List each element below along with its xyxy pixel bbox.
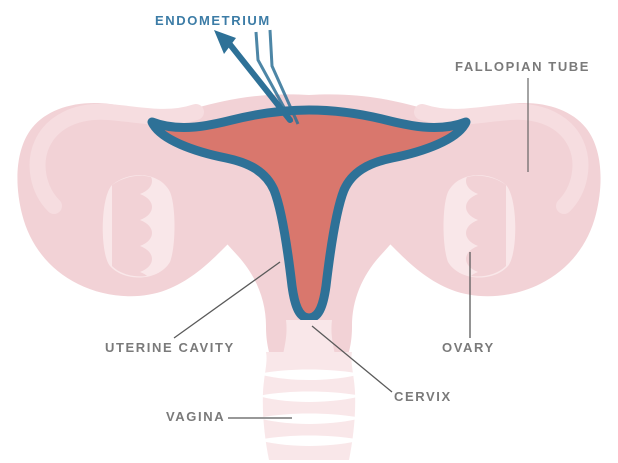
left-fallopian-tube-shape bbox=[29, 103, 204, 214]
vagina-shape bbox=[262, 352, 356, 460]
left-ovary-fimbriae bbox=[112, 175, 152, 277]
right-ovary-fimbriae bbox=[466, 175, 506, 277]
right-fallopian-tube-shape bbox=[414, 103, 589, 214]
cervix-leader-line bbox=[311, 325, 393, 393]
label-uterine-cavity: UTERINE CAVITY bbox=[105, 340, 235, 355]
endometrium-group bbox=[147, 105, 471, 323]
endometrium-pointer-arrow bbox=[214, 29, 300, 125]
label-ovary: OVARY bbox=[442, 340, 495, 355]
uterine-cavity-leader-line bbox=[173, 261, 281, 339]
cervix-group bbox=[282, 320, 336, 360]
vaginal-rugae-lines bbox=[261, 369, 357, 446]
label-fallopian-tube: FALLOPIAN TUBE bbox=[455, 59, 591, 74]
left-adnexa bbox=[29, 103, 204, 278]
vagina-group bbox=[261, 352, 357, 460]
label-vagina: VAGINA bbox=[166, 409, 226, 424]
label-cervix: CERVIX bbox=[394, 389, 452, 404]
label-endometrium: ENDOMETRIUM bbox=[155, 13, 271, 28]
right-adnexa bbox=[414, 103, 589, 278]
endometrium-cavity-shape bbox=[147, 105, 471, 323]
cervix-shape bbox=[282, 320, 336, 360]
